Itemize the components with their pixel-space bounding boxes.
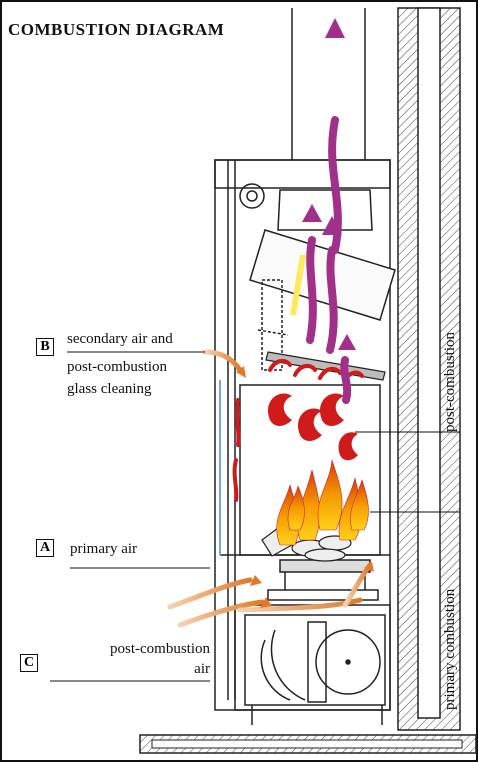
floor-hatched — [140, 735, 476, 753]
label-b-line1: secondary air and — [67, 330, 173, 348]
chimney-flue — [215, 8, 390, 188]
label-letter-b: B — [36, 338, 54, 356]
label-b-line3: glass cleaning — [67, 380, 152, 398]
label-b-line2: post-combustion — [67, 358, 167, 376]
label-primary-combustion-vertical: primary combustion — [442, 589, 459, 710]
label-post-combustion-vertical: post-combustion — [442, 332, 459, 432]
primary-flames — [277, 460, 369, 545]
page-title: COMBUSTION DIAGRAM — [8, 20, 224, 40]
label-letter-a: A — [36, 539, 54, 557]
baffle-plate — [266, 352, 385, 380]
fan-unit — [245, 615, 385, 725]
label-c-line1: post-combustion — [70, 640, 210, 658]
label-c-line2: air — [70, 660, 210, 678]
smoke-deflector — [250, 190, 395, 370]
label-a-text: primary air — [70, 540, 137, 558]
label-letter-c: C — [20, 654, 38, 672]
